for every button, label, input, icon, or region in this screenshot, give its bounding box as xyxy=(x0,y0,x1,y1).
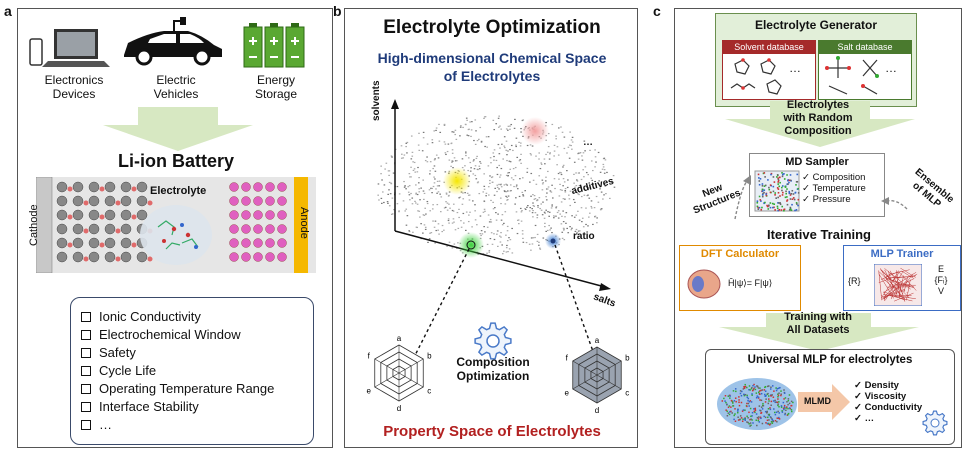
mlp-title: MLP Trainer xyxy=(870,248,934,260)
property-item: Operating Temperature Range xyxy=(81,380,313,398)
chemical-space-plot: a b c d e f a b c d e f xyxy=(366,99,630,415)
dft-calculator: DFT Calculator Ĥ|ψ⟩= F|ψ⟩ xyxy=(679,245,801,311)
checkbox-icon xyxy=(81,366,91,376)
radar-axis-label: a xyxy=(397,334,402,343)
universal-mlp: Universal MLP for electrolytes MLMD ✓ De… xyxy=(705,349,955,445)
electrolyte-label: Electrolyte xyxy=(150,185,207,197)
salt-molecules-icon: … xyxy=(825,56,897,95)
down-arrow-icon xyxy=(103,107,253,151)
checkbox-icon xyxy=(81,402,91,412)
radar-axis-label: b xyxy=(625,354,630,363)
checkbox-icon xyxy=(81,330,91,340)
md-sampler: MD Sampler ✓ Composition ✓ Temperature ✓… xyxy=(749,153,885,217)
solvent-database: Solvent database … xyxy=(722,40,816,100)
salt-database: Salt database … xyxy=(818,40,912,100)
mlmd-label: MLMD xyxy=(804,396,831,406)
brain-icon xyxy=(687,269,721,299)
radar-axis-label: d xyxy=(595,406,599,415)
property-item: Electrochemical Window xyxy=(81,326,313,344)
svg-text:…: … xyxy=(885,61,897,75)
property-item: Safety xyxy=(81,344,313,362)
iterative-training-label: Iterative Training xyxy=(766,227,872,242)
property-item: Cycle Life xyxy=(81,362,313,380)
dft-title: DFT Calculator xyxy=(700,248,780,260)
property-item: Ionic Conductivity xyxy=(81,308,313,326)
radar-axis-label: c xyxy=(625,389,629,398)
neural-net-icon xyxy=(874,264,922,306)
mlp-input: {R} xyxy=(848,276,861,286)
gear-icon xyxy=(474,322,512,360)
checkbox-icon xyxy=(81,312,91,322)
electric-car-icon xyxy=(124,17,222,66)
property-item: Interface Stability xyxy=(81,398,313,416)
radar-axis-label: e xyxy=(564,389,569,398)
md-box-icon xyxy=(754,170,800,212)
md-cloud-icon xyxy=(717,378,797,430)
mlmd-arrow-icon xyxy=(798,384,850,420)
mlp-trainer: MLP Trainer {R} E{Fᵢ}V xyxy=(843,245,961,311)
md-conditions-list: ✓ Composition ✓ Temperature ✓ Pressure xyxy=(802,172,866,205)
battery-pack-icon xyxy=(243,23,305,68)
electrolyte-generator: Electrolyte Generator Solvent database …… xyxy=(715,13,917,107)
solvent-molecules-icon: … xyxy=(730,58,801,95)
checkbox-icon xyxy=(81,420,91,430)
panel-c-label: c xyxy=(653,3,661,19)
down-arrow-icon xyxy=(725,101,915,147)
radar-axis-label: c xyxy=(427,387,431,396)
property-item: … xyxy=(81,416,313,434)
radar-axis-label: d xyxy=(397,404,401,413)
down-arrow-icon xyxy=(719,313,919,351)
laptop-phone-icon xyxy=(29,29,110,67)
property-outputs-list: ✓ Density ✓ Viscosity ✓ Conductivity ✓ … xyxy=(854,380,923,424)
panel-b-title: Electrolyte Optimization xyxy=(383,17,601,38)
radar-chart-right: a b c d e f xyxy=(564,336,630,415)
axis-solvents: solvents xyxy=(371,80,382,121)
panel-c: c Electrolyte Generator Solvent database… xyxy=(653,3,962,448)
mlp-outputs: E{Fᵢ}V xyxy=(934,264,948,296)
radar-axis-label: a xyxy=(595,336,600,345)
property-space-title: Property Space of Electrolytes xyxy=(383,423,601,440)
panel-b-label: b xyxy=(333,3,342,19)
axis-more: … xyxy=(583,137,593,148)
axis-ratio: ratio xyxy=(573,231,595,242)
universal-mlp-title: Universal MLP for electrolytes xyxy=(747,354,913,366)
radar-axis-label: f xyxy=(368,352,371,361)
md-sampler-title: MD Sampler xyxy=(785,156,849,168)
checkbox-icon xyxy=(81,384,91,394)
radar-axis-label: f xyxy=(566,354,569,363)
generator-title: Electrolyte Generator xyxy=(754,18,878,32)
solvent-db-header: Solvent database xyxy=(723,41,815,54)
radar-axis-label: e xyxy=(366,387,371,396)
anode-label: Anode xyxy=(298,207,310,239)
radar-axis-label: b xyxy=(427,352,432,361)
battery-title: Li-ion Battery xyxy=(117,151,234,171)
battery-diagram xyxy=(36,177,316,273)
small-gear-icon xyxy=(922,410,948,436)
cycle-arrows xyxy=(734,175,908,220)
cathode-label: Cathode xyxy=(28,204,40,246)
checkbox-icon xyxy=(81,348,91,358)
salt-db-header: Salt database xyxy=(819,41,911,54)
svg-text:…: … xyxy=(789,61,801,75)
radar-chart-left: a b c d e f xyxy=(366,334,432,413)
dft-formula: Ĥ|ψ⟩= F|ψ⟩ xyxy=(728,278,773,288)
panel-b: b Electrolyte Optimization High-dimensio… xyxy=(333,3,638,448)
panel-a-label: a xyxy=(4,3,12,19)
